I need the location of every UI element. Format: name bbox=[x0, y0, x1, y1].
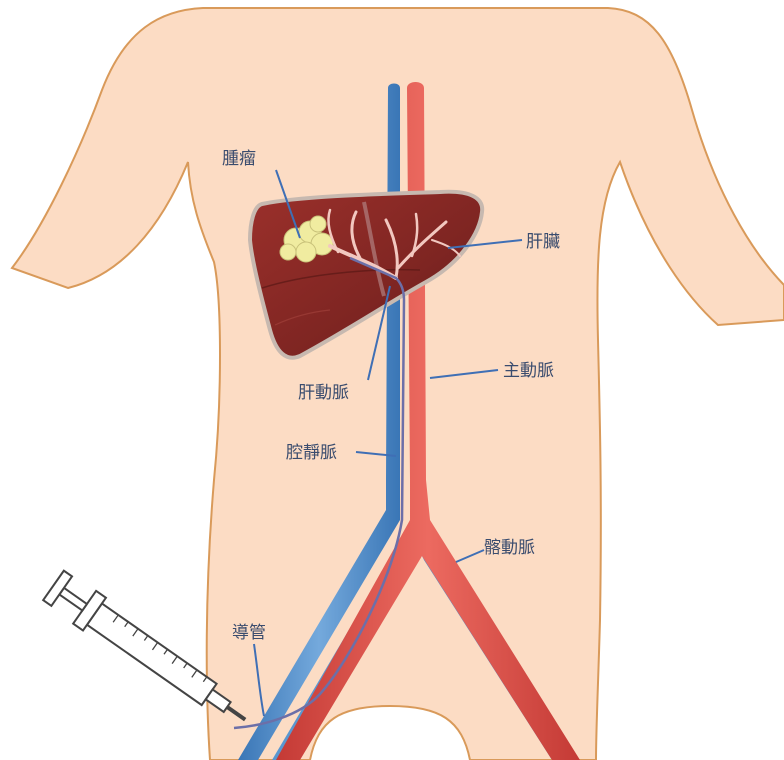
vena-cava-label: 腔靜脈 bbox=[286, 443, 337, 463]
hepatic-artery-label: 肝動脈 bbox=[298, 383, 349, 403]
tumor-label: 腫瘤 bbox=[222, 149, 256, 169]
iliac-artery-label: 髂動脈 bbox=[484, 538, 535, 558]
liver-label: 肝臟 bbox=[526, 232, 560, 252]
catheter-label: 導管 bbox=[232, 623, 266, 643]
aorta-label: 主動脈 bbox=[503, 361, 554, 381]
